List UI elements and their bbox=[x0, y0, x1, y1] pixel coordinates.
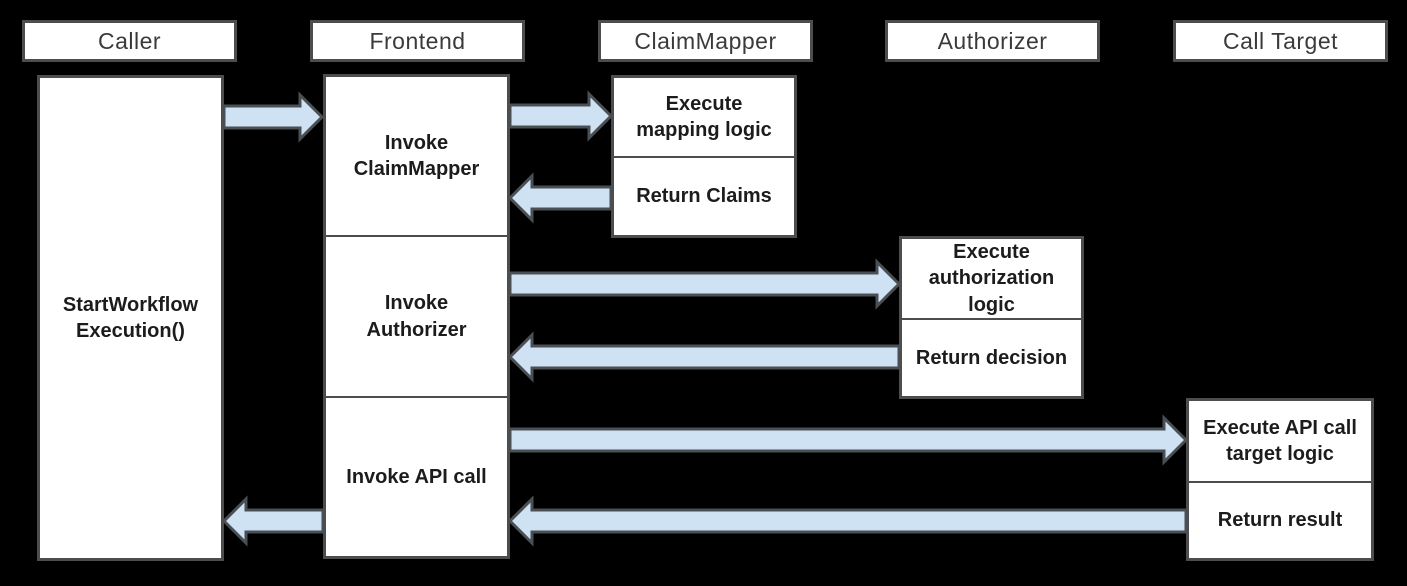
execute-mapping-logic-label: Execute mapping logic bbox=[636, 92, 772, 141]
authorizer-section-return: Return decision bbox=[902, 318, 1081, 396]
arrow-claimmapper-return-to-frontend bbox=[507, 172, 613, 224]
arrow-frontend-to-calltarget bbox=[508, 414, 1189, 466]
arrow-calltarget-return-to-frontend bbox=[507, 495, 1188, 547]
arrow-frontend-return-to-caller bbox=[221, 495, 325, 547]
execute-authorization-logic-label: Execute authorization logic bbox=[928, 240, 1055, 316]
frontend-section-invoke-api-call: Invoke API call bbox=[326, 396, 507, 556]
arrow-frontend-to-authorizer bbox=[508, 258, 902, 310]
caller-activation-box: StartWorkflow Execution() bbox=[37, 75, 224, 561]
claimmapper-section-return: Return Claims bbox=[614, 156, 794, 235]
calltarget-section-return: Return result bbox=[1189, 481, 1371, 558]
authorizer-section-execute: Execute authorization logic bbox=[902, 239, 1081, 318]
frontend-activation-box: Invoke ClaimMapper Invoke Authorizer Inv… bbox=[323, 74, 510, 559]
invoke-api-call-label: Invoke API call bbox=[346, 465, 487, 488]
invoke-claimmapper-label: Invoke ClaimMapper bbox=[353, 131, 480, 180]
lane-header-claimmapper: ClaimMapper bbox=[598, 20, 813, 62]
frontend-section-invoke-authorizer: Invoke Authorizer bbox=[326, 235, 507, 396]
execute-api-call-target-logic-label: Execute API call target logic bbox=[1203, 416, 1357, 465]
arrow-authorizer-return-to-frontend bbox=[507, 331, 901, 383]
authorizer-execution-box: Execute authorization logic Return decis… bbox=[899, 236, 1084, 399]
calltarget-section-execute: Execute API call target logic bbox=[1189, 401, 1371, 481]
caller-activation-label: StartWorkflow Execution() bbox=[62, 293, 199, 342]
return-claims-label: Return Claims bbox=[636, 185, 772, 208]
lane-header-authorizer: Authorizer bbox=[885, 20, 1100, 62]
claimmapper-execution-box: Execute mapping logic Return Claims bbox=[611, 75, 797, 238]
caller-activation-section: StartWorkflow Execution() bbox=[40, 78, 221, 558]
claimmapper-section-execute: Execute mapping logic bbox=[614, 78, 794, 156]
return-result-label: Return result bbox=[1217, 509, 1343, 532]
lane-header-caller: Caller bbox=[22, 20, 237, 62]
arrow-caller-to-frontend bbox=[222, 91, 325, 143]
return-decision-label: Return decision bbox=[915, 346, 1068, 369]
lane-header-frontend: Frontend bbox=[310, 20, 525, 62]
arrow-frontend-to-claimmapper bbox=[508, 90, 614, 142]
frontend-section-invoke-claimmapper: Invoke ClaimMapper bbox=[326, 77, 507, 235]
invoke-authorizer-label: Invoke Authorizer bbox=[366, 292, 467, 341]
lane-header-calltarget: Call Target bbox=[1173, 20, 1388, 62]
calltarget-execution-box: Execute API call target logic Return res… bbox=[1186, 398, 1374, 561]
